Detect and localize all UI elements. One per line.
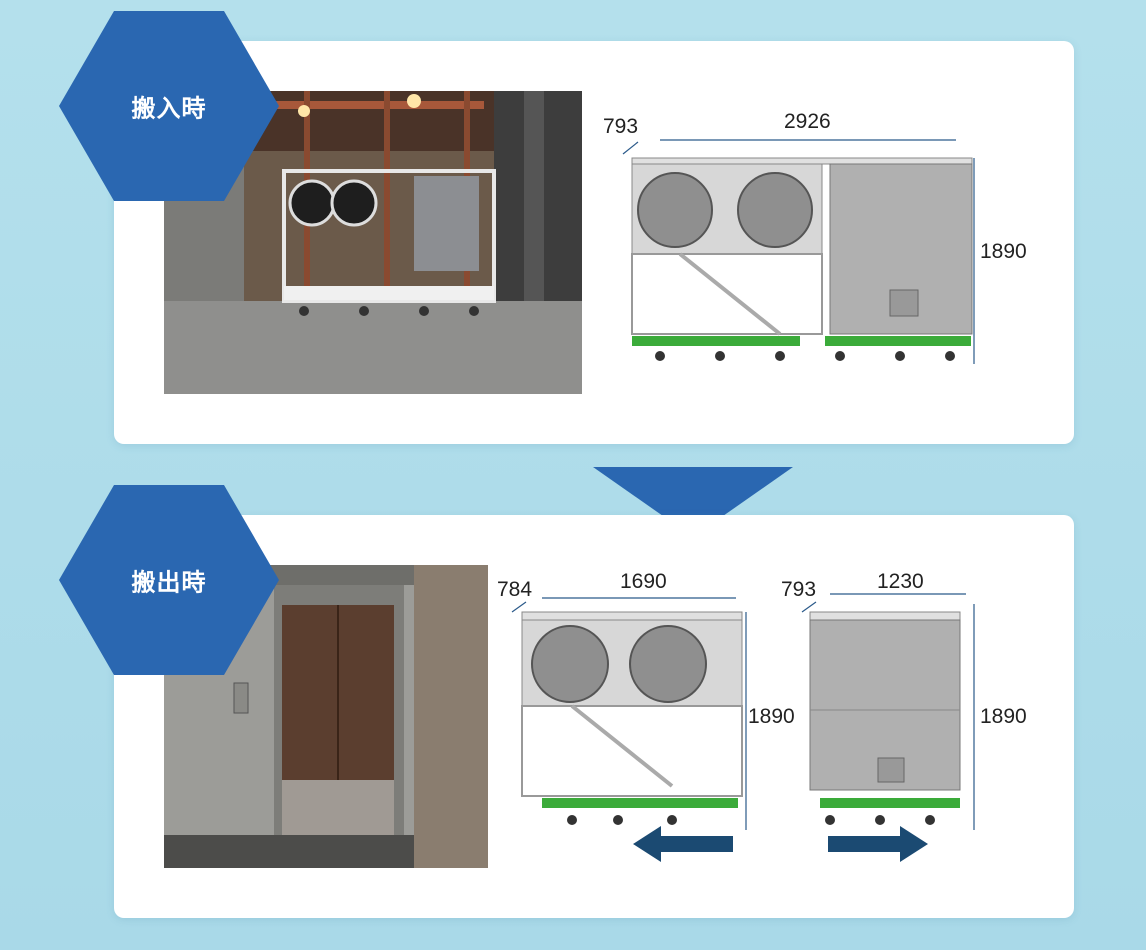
arrow-left-icon [633, 826, 733, 862]
outtake-badge: 搬出時 [59, 485, 279, 675]
intake-unit-drawing [622, 139, 975, 364]
outtake-right-width-label: 1230 [877, 570, 924, 593]
intake-height-label: 1890 [980, 240, 1027, 263]
outtake-right-unit-drawing [801, 593, 975, 830]
outtake-left-width-label: 1690 [620, 570, 667, 593]
arrow-right-icon [828, 826, 928, 862]
outtake-badge-label: 搬出時 [131, 569, 207, 597]
outtake-left-height-label: 1890 [748, 705, 795, 728]
outtake-left-unit-drawing [511, 597, 747, 830]
outtake-right-depth-label: 793 [781, 578, 817, 601]
intake-badge-label: 搬入時 [131, 95, 207, 123]
outtake-left-unit-frame [521, 611, 743, 825]
outtake-right-unit-frame [809, 611, 961, 825]
intake-badge: 搬入時 [59, 11, 279, 201]
intake-width-label: 2926 [784, 110, 831, 133]
intake-unit-frame [631, 157, 973, 361]
intake-depth-label: 793 [603, 115, 639, 138]
outtake-left-depth-label: 784 [497, 578, 533, 601]
outtake-right-height-label: 1890 [980, 705, 1027, 728]
